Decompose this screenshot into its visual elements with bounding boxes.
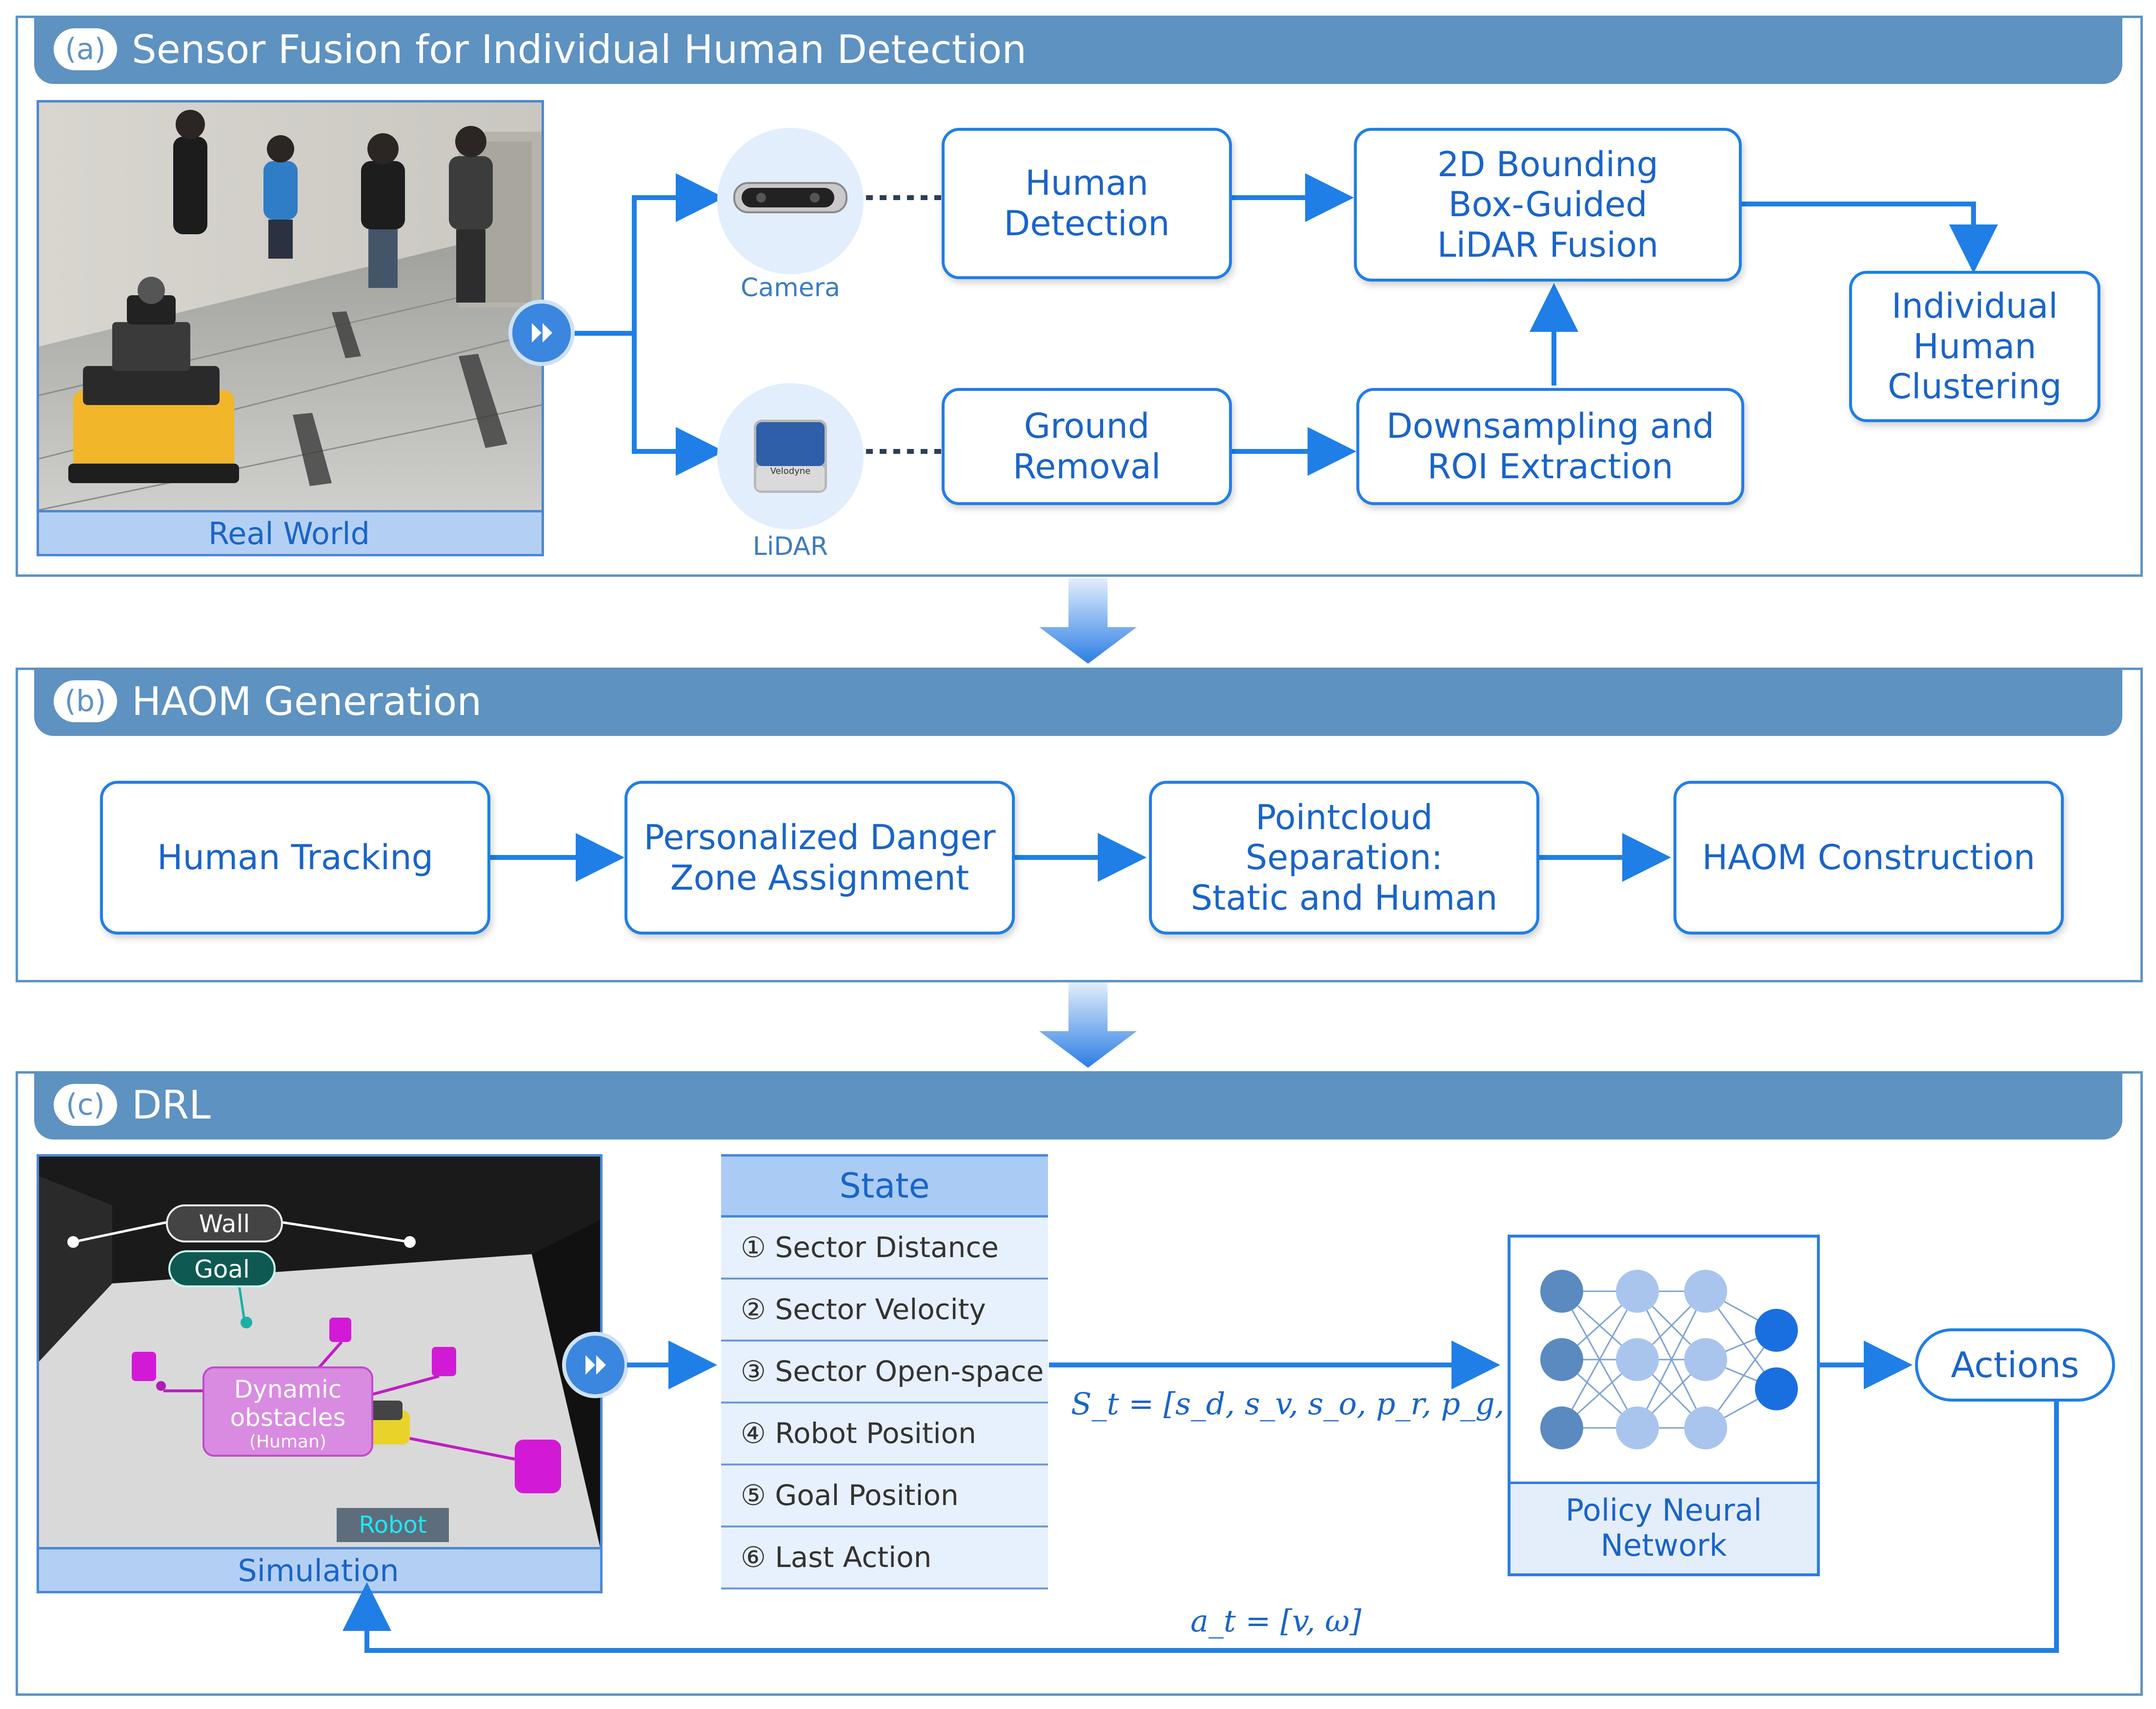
state-row-6: ⑥ Last Action [721, 1527, 1048, 1589]
pointcloud-line1: Pointcloud [1255, 797, 1433, 837]
camera-label: Camera [740, 273, 841, 303]
state-row-3: ③ Sector Open-space [721, 1342, 1048, 1404]
panel-c-header [34, 1071, 2122, 1139]
obstacles [132, 1318, 561, 1493]
policy-network-box: Policy Neural Network [1508, 1235, 1820, 1576]
state-row-4: ④ Robot Position [721, 1404, 1048, 1465]
panel-b-header [34, 668, 2122, 736]
state-row-1: ① Sector Distance [721, 1218, 1048, 1280]
lidar-icon [754, 420, 827, 493]
human-tracking-text: Human Tracking [157, 837, 434, 878]
wall-label: Wall [166, 1204, 283, 1242]
downsampling-line2: ROI Extraction [1427, 447, 1673, 487]
state-table: State ① Sector Distance ② Sector Velocit… [721, 1154, 1048, 1589]
arrow-actions-sim [343, 1391, 2059, 1653]
danger-zone-line1: Personalized Danger [644, 817, 996, 857]
down-arrow-2 [1039, 982, 1137, 1068]
neural-net-icon [1540, 1270, 1798, 1449]
arrow-fusion-clustering [1742, 202, 1998, 273]
panel-a-header [34, 16, 2122, 84]
ground-removal-line1: Ground [1024, 406, 1150, 447]
danger-zone-line2: Zone Assignment [670, 857, 969, 898]
bbox-fusion-line2: Box-Guided [1448, 184, 1648, 225]
arrow-to-camera [566, 173, 725, 336]
state-row-5: ⑤ Goal Position [721, 1465, 1048, 1527]
human-detection-line1: Human [1025, 163, 1149, 203]
dynamic-obstacles-line2: obstacles [230, 1404, 346, 1432]
ground-removal-line2: Removal [1012, 447, 1161, 487]
human-tracking-box: Human Tracking [100, 781, 490, 935]
real-world-scene [39, 102, 542, 511]
panel-b-badge: (b) [54, 680, 117, 722]
pointcloud-line2: Separation: [1245, 837, 1443, 878]
policy-line2: Network [1600, 1527, 1727, 1563]
downsampling-line1: Downsampling and [1386, 406, 1714, 447]
haom-box: HAOM Construction [1673, 781, 2064, 935]
human-detection-line2: Detection [1004, 203, 1170, 244]
real-world-caption: Real World [39, 510, 542, 554]
goal-label: Goal [168, 1250, 276, 1287]
real-world-photo: Real World [37, 100, 544, 556]
haom-text: HAOM Construction [1702, 837, 2035, 878]
actions-pill: Actions [1915, 1328, 2115, 1402]
dynamic-obstacles-line3: (Human) [249, 1432, 326, 1452]
arrow-to-lidar [632, 333, 725, 476]
state-title: State [721, 1154, 1048, 1218]
clustering-line2: Human [1913, 326, 2036, 366]
camera-icon [733, 182, 847, 213]
down-arrow-1 [1039, 578, 1137, 664]
lidar-label: LiDAR [752, 532, 828, 561]
state-row-2: ② Sector Velocity [721, 1280, 1048, 1342]
bbox-fusion-line3: LiDAR Fusion [1437, 224, 1659, 265]
people [173, 110, 493, 303]
clustering-line1: Individual [1892, 286, 2058, 326]
play-icon-a [512, 304, 571, 362]
action-formula: a_t = [v, ω] [1190, 1603, 1362, 1639]
robot-label: Robot [337, 1508, 449, 1542]
panel-b-title: HAOM Generation [132, 679, 482, 724]
dynamic-obstacles-label: Dynamic obstacles (Human) [202, 1366, 373, 1457]
policy-caption: Policy Neural Network [1511, 1482, 1817, 1573]
robot-photo [68, 277, 239, 483]
lidar-brand: Velodyne [770, 466, 811, 476]
panel-a-badge: (a) [54, 28, 117, 70]
clustering-line3: Clustering [1888, 366, 2062, 407]
panel-c-badge: (c) [54, 1084, 117, 1126]
play-icon-c [566, 1336, 625, 1394]
panel-c-title: DRL [132, 1082, 211, 1128]
bbox-fusion-line1: 2D Bounding [1437, 144, 1658, 184]
panel-a-title: Sensor Fusion for Individual Human Detec… [132, 27, 1027, 72]
dynamic-obstacles-line1: Dynamic [234, 1375, 342, 1404]
pointcloud-line3: Static and Human [1190, 877, 1498, 918]
policy-line1: Policy Neural [1565, 1492, 1762, 1528]
